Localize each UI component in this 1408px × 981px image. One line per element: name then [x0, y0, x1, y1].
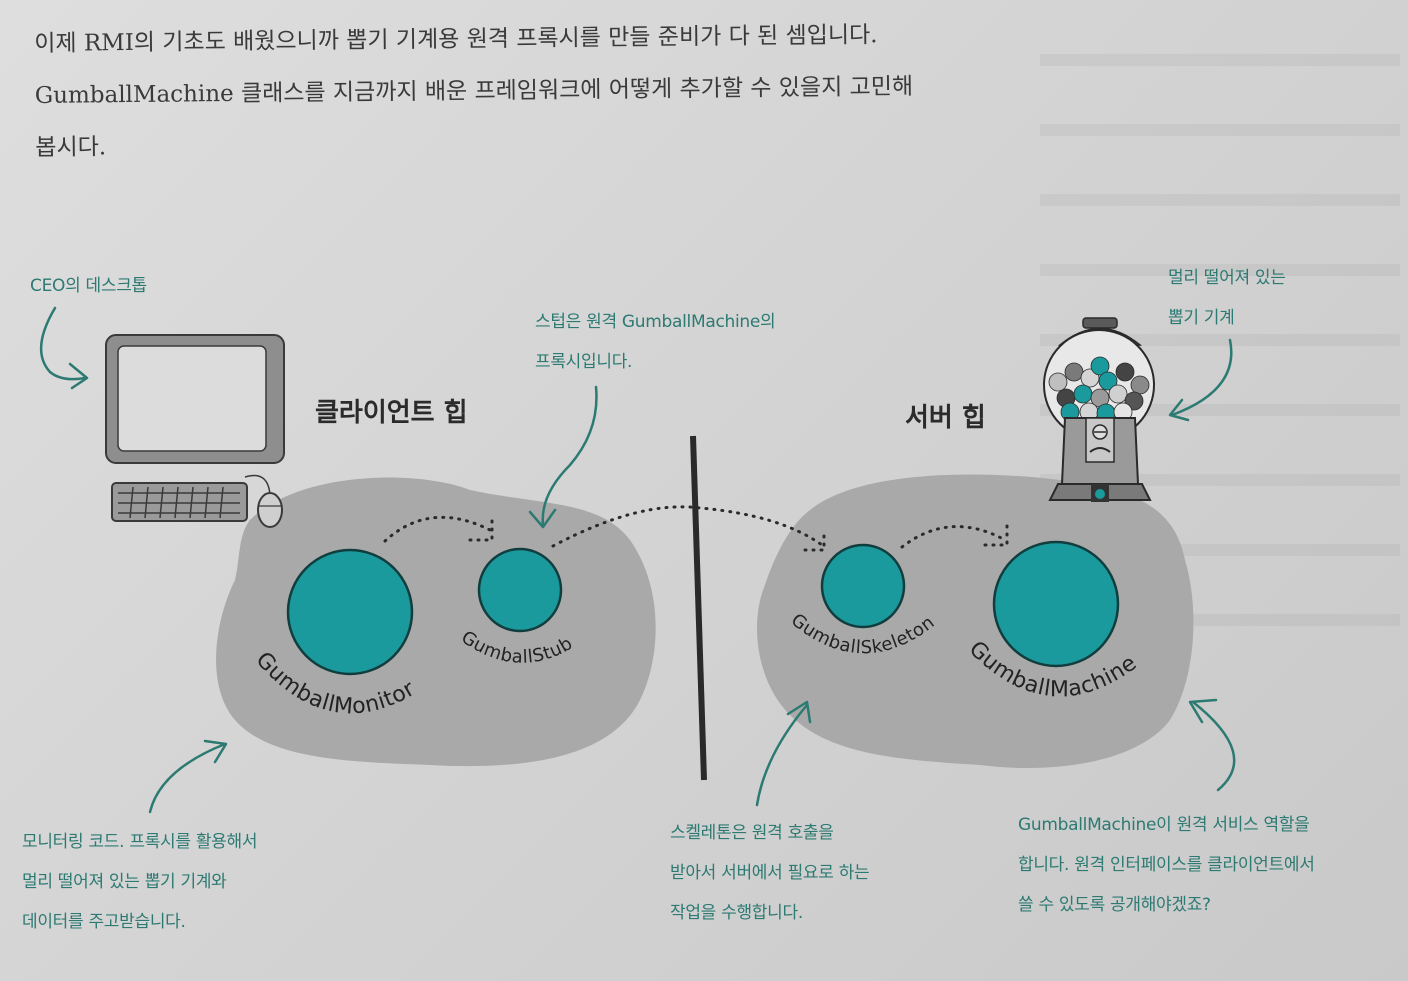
call-arrow-monitor-to-stub	[383, 515, 494, 543]
remote-machine-arrowhead	[1168, 398, 1190, 422]
ceo-desktop-arrow	[39, 306, 87, 381]
stub-note-arrowhead	[528, 508, 557, 529]
client-heap-blob	[216, 477, 656, 767]
stub-note-arrow	[541, 385, 598, 527]
gumball-stub-object	[477, 547, 563, 633]
gumball-machine-icon	[1043, 317, 1155, 502]
ceo-desktop-arrowhead	[68, 362, 89, 390]
skeleton-annotation: 스켈레톤은 원격 호출을 받아서 서버에서 필요로 하는 작업을 수행합니다.	[670, 823, 870, 923]
server-heap-blob	[757, 474, 1194, 768]
gumball-skeleton-object	[820, 543, 906, 629]
ceo-desktop-annotation: CEO의 데스크톱	[30, 276, 147, 296]
remote-machine-arrow	[1170, 338, 1233, 417]
server-heap-title: 서버 힙	[905, 403, 986, 433]
client-heap-title: 클라이언트 힙	[315, 398, 468, 428]
skeleton-note-arrowhead	[786, 700, 812, 724]
call-arrow-stub-to-skeleton	[551, 505, 826, 552]
machine-note-arrow	[1191, 700, 1236, 792]
remote-machine-annotation: 멀리 떨어져 있는 뽑기 기계	[1168, 268, 1286, 328]
call-arrow-skeleton-to-machine	[900, 523, 1009, 549]
network-divider	[690, 435, 707, 781]
stub-annotation: 스텁은 원격 GumballMachine의 프록시입니다.	[535, 312, 776, 372]
gumball-machine-object	[992, 540, 1120, 668]
monitor-annotation: 모니터링 코드. 프록시를 활용해서 멀리 떨어져 있는 뽑기 기계와 데이터를…	[22, 832, 258, 932]
machine-note-arrowhead	[1188, 698, 1218, 724]
skeleton-note-arrow	[755, 703, 809, 807]
monitor-note-arrow	[148, 742, 227, 814]
machine-annotation: GumballMachine이 원격 서비스 역할을 합니다. 원격 인터페이스…	[1018, 815, 1315, 915]
gumball-monitor-object	[286, 548, 414, 676]
desktop-computer-icon	[105, 334, 285, 528]
monitor-note-arrowhead	[203, 739, 228, 764]
